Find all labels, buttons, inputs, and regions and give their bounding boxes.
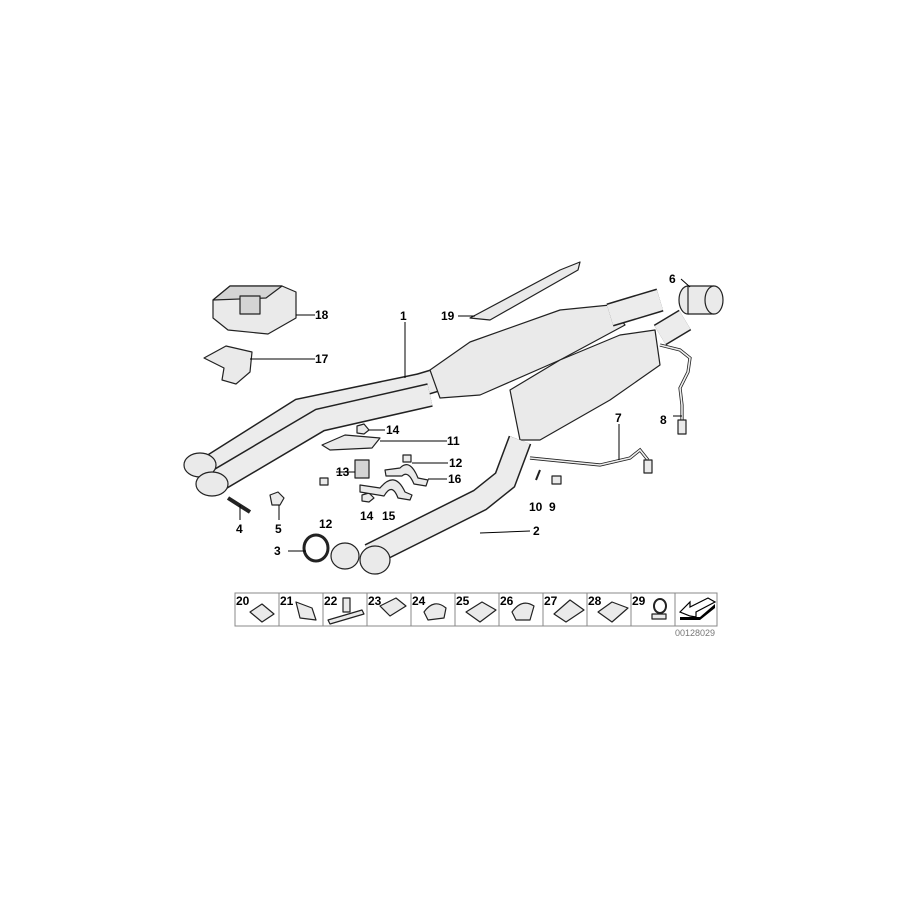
small-parts-strip: 20 21 22 23 24 25 26 27 28 29 [234,592,718,627]
callout-14-lower[interactable]: 14 [360,509,374,523]
part-2-front-pipe-right[interactable] [330,309,692,575]
svg-text:24: 24 [412,594,426,608]
strip-cell-24[interactable]: 24 [410,592,456,627]
callout-13[interactable]: 13 [336,465,350,479]
part-12-bolt[interactable] [319,477,329,486]
callout-15[interactable]: 15 [382,509,396,523]
callout-5[interactable]: 5 [275,522,282,536]
callout-12[interactable]: 12 [449,456,463,470]
part-19-heat-shield[interactable] [469,261,581,321]
callout-16[interactable]: 16 [448,472,462,486]
callout-1[interactable]: 1 [400,309,407,323]
svg-text:28: 28 [588,594,602,608]
strip-cell-21[interactable]: 21 [278,592,324,627]
arrow-icon [678,597,717,618]
callout-labels: 1 2 3 4 5 6 7 8 9 10 11 12 12 13 14 14 1… [236,272,676,558]
callout-12-lower[interactable]: 12 [319,517,333,531]
callout-17[interactable]: 17 [315,352,329,366]
callout-6[interactable]: 6 [669,272,676,286]
part-12-bolt[interactable] [402,454,412,463]
callout-7[interactable]: 7 [615,411,622,425]
part-5-nut[interactable] [269,491,285,506]
callout-18[interactable]: 18 [315,308,329,322]
svg-text:26: 26 [500,594,514,608]
drawing-code: 00128029 [675,628,715,638]
callout-10[interactable]: 10 [529,500,543,514]
part-7-oxygen-sensor[interactable] [529,447,653,474]
svg-text:29: 29 [632,594,646,608]
svg-text:25: 25 [456,594,470,608]
strip-cell-28[interactable]: 28 [586,592,632,627]
strip-cell-arrow[interactable] [674,592,718,627]
part-11-bracket[interactable] [321,434,381,451]
callout-19[interactable]: 19 [441,309,455,323]
svg-text:23: 23 [368,594,382,608]
leader-lines [239,278,691,552]
part-4-bolt[interactable] [226,496,252,514]
strip-cell-27[interactable]: 27 [542,592,588,627]
part-17-bracket[interactable] [203,345,253,385]
svg-text:22: 22 [324,594,338,608]
part-10-gasket[interactable] [535,469,541,481]
part-8-oxygen-sensor[interactable] [659,343,692,435]
strip-cell-22[interactable]: 22 [322,592,368,627]
part-6-clamp[interactable] [678,285,724,315]
strip-cell-23[interactable]: 23 [366,592,412,627]
part-1-front-pipe-left[interactable] [183,288,664,497]
part-13-rubber-mount[interactable] [354,459,370,479]
strip-cell-25[interactable]: 25 [454,592,500,627]
callout-2[interactable]: 2 [533,524,540,538]
svg-text:20: 20 [236,594,250,608]
part-9-plug[interactable] [551,475,562,485]
callout-14[interactable]: 14 [386,423,400,437]
strip-cell-20[interactable]: 20 [234,592,280,627]
strip-cell-29[interactable]: 29 [630,592,676,627]
svg-text:21: 21 [280,594,294,608]
part-14-nut[interactable] [356,423,370,435]
callout-9[interactable]: 9 [549,500,556,514]
part-15-clamp[interactable] [359,479,413,501]
strip-cell-26[interactable]: 26 [498,592,544,627]
callout-11[interactable]: 11 [447,434,460,448]
part-16-clamp[interactable] [384,464,429,487]
callout-4[interactable]: 4 [236,522,243,536]
part-3-gasket[interactable] [302,533,330,563]
svg-text:27: 27 [544,594,558,608]
callout-8[interactable]: 8 [660,413,667,427]
callout-3[interactable]: 3 [274,544,281,558]
part-18-bracket[interactable] [212,285,297,335]
